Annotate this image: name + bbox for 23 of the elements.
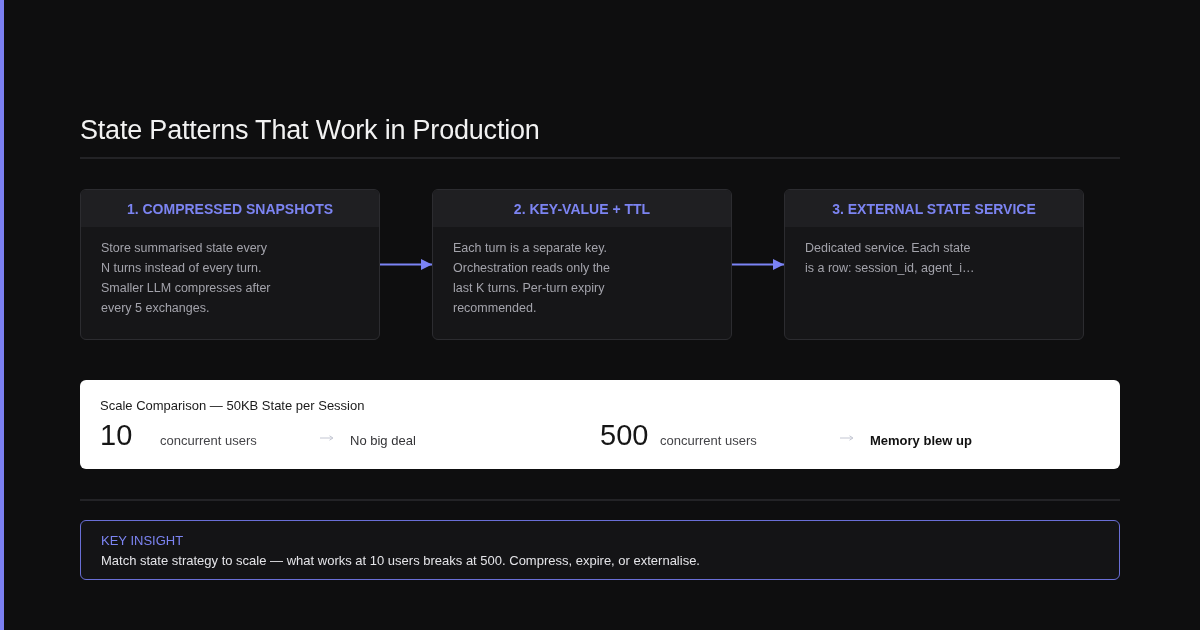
comparison-panel (80, 380, 1120, 469)
stat-result: No big deal (350, 433, 416, 448)
card-title: 2. KEY-VALUE + TTL (433, 190, 731, 227)
stat-label: concurrent users (660, 433, 757, 448)
arrow (731, 259, 785, 270)
card-description: Store summarised state every N turns instead of every turn. Smaller LLM compresses after every 5 exchanges. (101, 240, 272, 317)
stat-number: 10 (100, 418, 133, 452)
card-description: Dedicated service. Each state is a row: session_id, agent_i… (805, 240, 976, 277)
stat-number: 500 (600, 418, 649, 452)
stat-label: concurrent users (160, 433, 257, 448)
card-title: 3. EXTERNAL STATE SERVICE (785, 190, 1083, 227)
page-title: State Patterns That Work in Production (80, 114, 540, 147)
card-description: Each turn is a separate key. Orchestration reads only the last K turns. Per-turn expiry recommended. (453, 240, 612, 317)
insight-box (80, 520, 1120, 580)
step-card (784, 189, 1084, 340)
card-title: 1. COMPRESSED SNAPSHOTS (81, 190, 379, 227)
step-card (432, 189, 732, 340)
stat-result: Memory blew up (870, 433, 972, 448)
arrow (379, 259, 433, 270)
insight-text: Match state strategy to scale — what works at 10 users breaks at 500. Compress, expire, or externalise. (101, 552, 700, 570)
insight-heading: KEY INSIGHT (101, 533, 184, 549)
step-card (80, 189, 380, 340)
panel-title: Scale Comparison — 50KB State per Session (100, 398, 365, 414)
